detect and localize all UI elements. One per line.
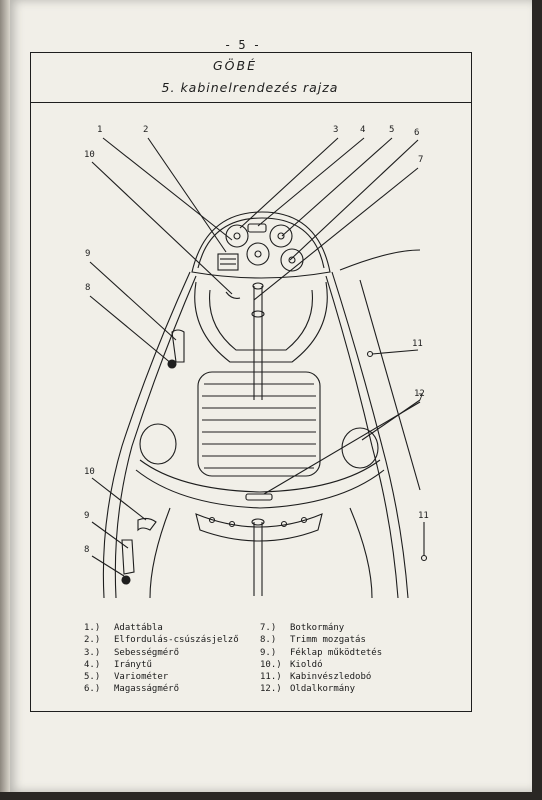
callout-label: 3 (333, 125, 338, 135)
legend-item: 3.)Sebességmérő (84, 647, 180, 658)
seat-cushion (197, 371, 321, 477)
parts-legend: 1.)Adattábla 2.)Elfordulás-csúszásjelző … (84, 622, 444, 700)
release-handle-lower (137, 517, 157, 532)
lower-stick-cap (251, 518, 265, 526)
callout-label: 5 (389, 125, 394, 135)
trim-handle-upper (171, 329, 185, 363)
callout-label: 10 (84, 150, 95, 160)
callout-label: 10 (84, 467, 95, 477)
leader-line (289, 139, 419, 261)
panel-inner-edge (197, 217, 325, 269)
callout-label: 2 (143, 125, 148, 135)
turn-slip-gauge-hub (288, 256, 296, 264)
legend-column-left: 1.)Adattábla 2.)Elfordulás-csúszásjelző … (84, 622, 264, 696)
legend-item: 7.)Botkormány (260, 623, 345, 633)
canopy-jettison-upper-icon (366, 350, 374, 358)
callout-label: 4 (360, 125, 365, 135)
leader-line (102, 137, 233, 241)
callout-label: 1 (97, 125, 102, 135)
legend-item: 12.)Oldalkormány (260, 684, 356, 695)
canopy-jettison-lower-icon (420, 554, 428, 562)
turn-slip-gauge (280, 248, 304, 272)
release-knob-upper (225, 291, 241, 299)
callout-label: 11 (412, 339, 423, 349)
data-plate (217, 253, 239, 271)
callout-label: 12 (414, 389, 425, 399)
legend-column-right: 7.)Botkormány 8.)Trimm mozgatás 9.)Fékla… (260, 622, 440, 696)
leader-line (281, 137, 393, 237)
callout-label: 7 (418, 155, 423, 165)
airspeed-gauge (225, 224, 249, 248)
bolt (300, 516, 308, 524)
leader-line (91, 477, 147, 521)
seat-headrest-inner (208, 289, 314, 351)
leader-line (91, 555, 125, 577)
rudder-pedal-left-icon (139, 423, 177, 465)
lower-console (195, 513, 323, 542)
bolt (280, 520, 288, 528)
trim-knob-lower-icon (121, 575, 131, 585)
callout-label: 8 (85, 283, 90, 293)
callout-label: 7 (418, 393, 423, 403)
airbrake-handle-lower (121, 539, 135, 575)
figure-subtitle: 5. kabinelrendezés rajza (161, 80, 339, 95)
legend-item: 2.)Elfordulás-csúszásjelző (84, 635, 239, 646)
title-divider (30, 102, 472, 103)
bolt (228, 520, 236, 528)
legend-item: 11.)Kabinvészledobó (260, 672, 372, 683)
leader-line (257, 137, 365, 227)
legend-item: 6.)Magasságmérő (84, 684, 180, 695)
floor-latch (245, 493, 273, 501)
leader-line (239, 137, 339, 229)
leader-line (361, 399, 421, 441)
leader-line (253, 167, 419, 301)
page-number: - 5 - (223, 38, 261, 52)
lower-side-right (349, 507, 373, 599)
canopy-rail-right-lower (359, 279, 421, 491)
stick-boot (251, 310, 265, 318)
bolt (208, 516, 216, 524)
callout-label: 6 (414, 128, 419, 138)
cockpit-floor-edge (135, 469, 385, 509)
altimeter-gauge-hub (277, 232, 285, 240)
leader-line (91, 161, 233, 295)
leader-line (89, 295, 173, 365)
stick-grip-icon (252, 282, 264, 290)
figure-frame (30, 52, 472, 712)
canopy-frame-left-inner (114, 275, 197, 599)
canopy-frame-left (102, 271, 191, 599)
instrument-panel (191, 211, 331, 279)
callout-label: 9 (84, 511, 89, 521)
page-binding-edge (0, 0, 10, 792)
canopy-frame-right (331, 271, 409, 599)
variometer-gauge (246, 242, 270, 266)
leader-line (371, 349, 419, 355)
legend-item: 8.)Trimm mozgatás (260, 635, 366, 646)
leader-line (89, 261, 177, 341)
canopy-frame-right-inner (325, 275, 399, 599)
leader-line (91, 521, 129, 549)
legend-item: 10.)Kioldó (260, 659, 323, 670)
canopy-rail-right (339, 249, 421, 271)
altimeter-gauge (269, 224, 293, 248)
variometer-gauge-hub (254, 250, 262, 258)
lower-side-left (149, 507, 171, 599)
aircraft-title: GÖBÉ (213, 58, 257, 73)
leader-line (147, 137, 227, 253)
legend-item: 9.)Féklap működtetés (260, 647, 383, 658)
compass-icon (247, 223, 267, 233)
legend-item: 4.)Iránytű (84, 659, 152, 670)
callout-label: 11 (418, 511, 429, 521)
seat-headrest (194, 281, 328, 363)
airspeed-gauge-hub (233, 232, 241, 240)
legend-item: 5.)Variométer (84, 672, 169, 683)
callout-label: 8 (84, 545, 89, 555)
callout-label: 9 (85, 249, 90, 259)
cockpit-floor-front (139, 459, 381, 493)
legend-item: 1.)Adattábla (84, 623, 163, 633)
